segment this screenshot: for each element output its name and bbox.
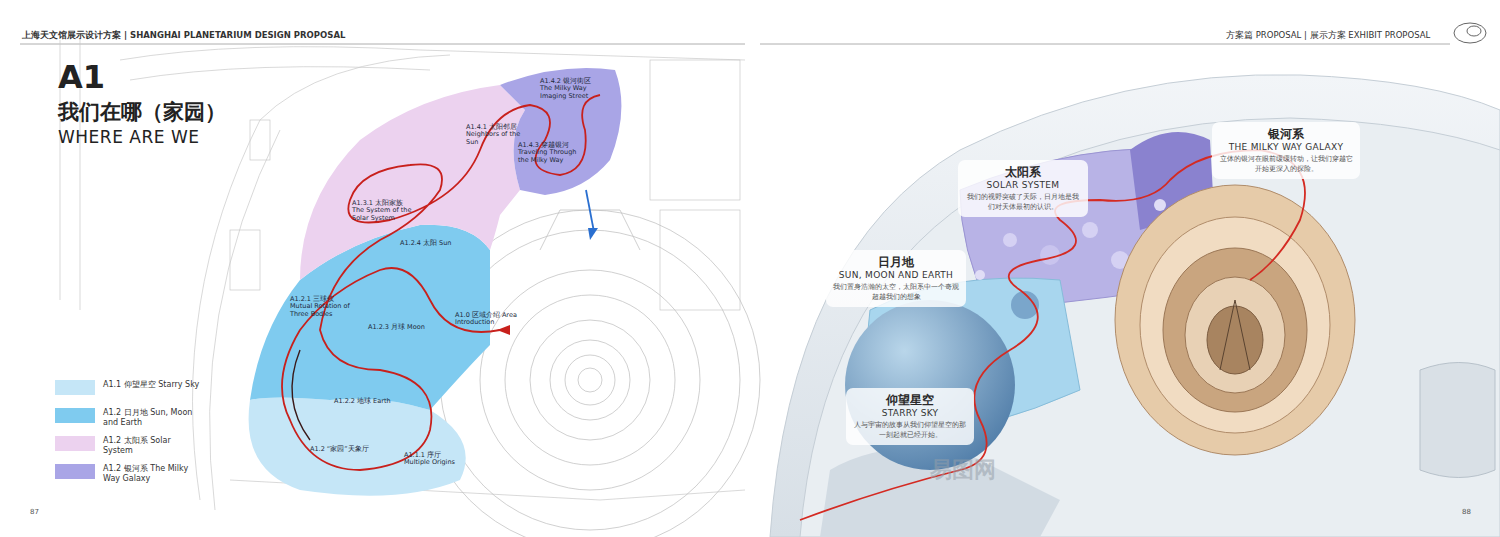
- legend-text: A1.1 仰望星空 Starry Sky: [103, 380, 203, 390]
- callout-english: SOLAR SYSTEM: [965, 180, 1081, 191]
- planet-model: [1003, 233, 1017, 247]
- visitor-route: [800, 150, 1305, 520]
- legend-row: A1.2 银河系 The Milky Way Galaxy: [55, 464, 203, 485]
- plan-label: A1.4.2 银河街区 The Milky Way Imaging Street: [540, 78, 602, 100]
- legend-text: A1.2 日月地 Sun, Moon and Earth: [103, 408, 203, 429]
- route-line: [292, 350, 310, 440]
- callout-english: SUN, MOON AND EARTH: [833, 270, 959, 281]
- building-shell: [770, 75, 1500, 537]
- legend-swatch: [55, 464, 95, 479]
- callout-heading: 银河系: [1219, 127, 1353, 142]
- header-text: 方案篇 PROPOSAL | 展示方案 EXHIBIT PROPOSAL: [1226, 30, 1430, 42]
- watermark: 易图网: [930, 455, 996, 485]
- planet-model: [975, 270, 985, 280]
- callout-heading: 日月地: [833, 255, 959, 270]
- legend-row: A1.2 日月地 Sun, Moon and Earth: [55, 408, 203, 429]
- callout-body: 立体的银河在眼前缓缓转动，让我们穿越它开始更深入的探险。: [1219, 155, 1353, 174]
- zone-starry-sky: [249, 398, 466, 496]
- building-floor: [800, 118, 1500, 537]
- callout-box: 日月地SUN, MOON AND EARTH 我们置身浩瀚的太空，太阳系中一个奇观…: [826, 250, 966, 307]
- zone-sun-moon-earth: [250, 225, 490, 410]
- page-number: 87: [30, 508, 39, 516]
- callout-box: 仰望星空STARRY SKY 人与宇宙的故事从我们仰望星空的那一刻起就已经开始。: [846, 388, 974, 445]
- page-title: 我们在哪（家园）: [58, 98, 226, 126]
- route-arrow: [497, 325, 510, 335]
- planet-model: [1040, 245, 1060, 265]
- exit-arrow: [588, 228, 598, 240]
- visitor-route: [282, 95, 600, 470]
- starry-sky-area: [820, 448, 1060, 537]
- plan-label: A1.2.2 地球 Earth: [334, 398, 396, 405]
- callout-box: 太阳系SOLAR SYSTEM 我们的视野突破了天际，日月地是我们对天体最初的认识…: [958, 160, 1088, 217]
- callout-english: THE MILKY WAY GALAXY: [1219, 142, 1353, 153]
- legend-swatch: [55, 408, 95, 423]
- header-rule: [760, 44, 1450, 45]
- planet-model: [1082, 222, 1098, 238]
- plan-label: A1.2.1 三球仪 Mutual Rotation of Three Bodi…: [290, 296, 352, 318]
- planetarium-sphere: [845, 300, 1015, 470]
- callout-english: STARRY SKY: [853, 408, 967, 419]
- plan-label: A1.1.1 序厅 Multiple Origins: [404, 452, 466, 467]
- planet-model: [1154, 199, 1166, 211]
- logo: [1467, 26, 1481, 36]
- callout-box: 银河系THE MILKY WAY GALAXY 立体的银河在眼前缓缓转动，让我们穿…: [1212, 122, 1360, 179]
- plan-label: A1.4.3 穿越银河 Traveling Through the Milky …: [518, 142, 580, 164]
- header-rule: [20, 44, 745, 45]
- callout-body: 我们置身浩瀚的太空，太阳系中一个奇观超越我们的想象: [833, 283, 959, 302]
- legend-row: A1.1 仰望星空 Starry Sky: [55, 380, 203, 395]
- legend-text: A1.2 银河系 The Milky Way Galaxy: [103, 464, 203, 485]
- exit-arrow: [586, 190, 594, 232]
- plan-label: A1.2.4 太阳 Sun: [400, 240, 462, 247]
- legend-swatch: [55, 436, 95, 451]
- side-room: [1420, 363, 1495, 478]
- callout-heading: 仰望星空: [853, 393, 967, 408]
- header-text: 上海天文馆展示设计方案 | SHANGHAI PLANETARIUM DESIG…: [22, 30, 345, 42]
- plan-label: A1.2 “家园”天象厅: [310, 446, 372, 453]
- plan-label: A1.0 区域介绍 Area Introduction: [455, 312, 517, 327]
- subtitle: WHERE ARE WE: [58, 127, 199, 147]
- callout-body: 人与宇宙的故事从我们仰望星空的那一刻起就已经开始。: [853, 421, 967, 440]
- callout-body: 我们的视野突破了天际，日月地是我们对天体最初的认识。: [965, 193, 1081, 212]
- legend-row: A1.2 太阳系 Solar System: [55, 436, 203, 457]
- logo: [1454, 23, 1486, 43]
- section-number: A1: [58, 58, 105, 96]
- legend-swatch: [55, 380, 95, 395]
- callout-heading: 太阳系: [965, 165, 1081, 180]
- page-number: 88: [1462, 508, 1471, 516]
- plan-label: A1.2.3 月球 Moon: [368, 324, 430, 331]
- legend-text: A1.2 太阳系 Solar System: [103, 436, 203, 457]
- plan-label: A1.3.1 太阳家族 The System of the Solar Syst…: [352, 200, 414, 222]
- galaxy-rings: [1115, 185, 1355, 455]
- zone-solar-system: [300, 85, 525, 280]
